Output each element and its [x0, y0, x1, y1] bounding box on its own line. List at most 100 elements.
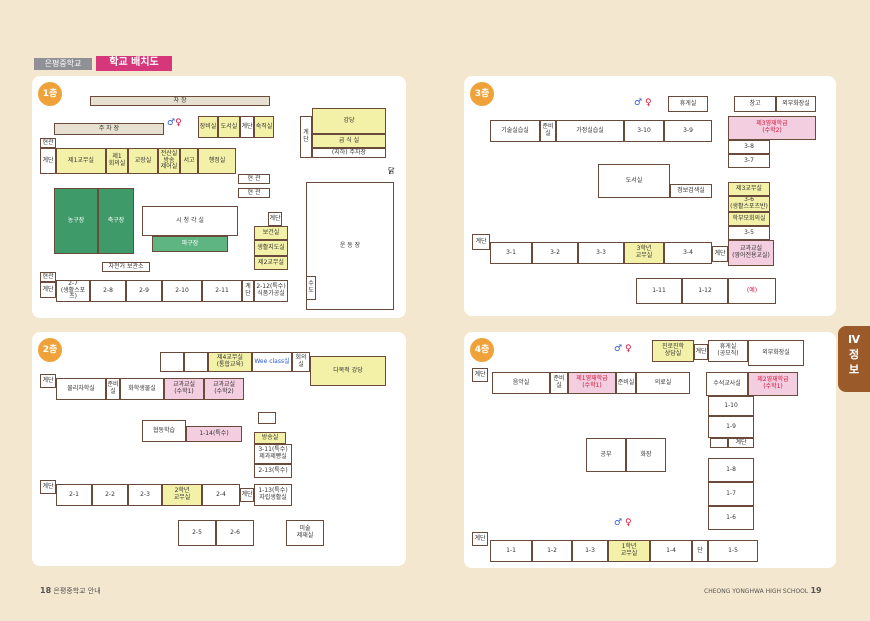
- room-ggs2: 교과교실 (수학2): [204, 378, 244, 400]
- room-3-1: 3-1: [490, 242, 532, 264]
- room-undong: 운 동 장: [306, 182, 394, 310]
- room-2-12: 2-12(특수) 식품가공실: [254, 280, 288, 302]
- room-2-11: 2-11: [202, 280, 242, 302]
- room-ggs1: 교과교실 (수학1): [164, 378, 204, 400]
- room-3-10: 3-10: [624, 120, 664, 142]
- room-2-10: 2-10: [162, 280, 202, 302]
- room-gyojang: 교장실: [128, 148, 158, 174]
- room-gyedan3-4: 계단: [728, 438, 754, 448]
- room-ye: (예): [728, 278, 776, 304]
- room-hyeongwan: 현관: [40, 138, 56, 148]
- room-1-12: 1-12: [682, 278, 728, 304]
- room-3-3: 3-3: [578, 242, 624, 264]
- floor3-badge: 3층: [470, 82, 494, 106]
- room-hwajang: (지하) 주차장: [312, 148, 386, 158]
- room-gangdang: 강당: [312, 108, 386, 134]
- room-saenghwal: 생활지도실: [254, 240, 288, 256]
- room-gy2b: 제2교무실: [254, 256, 288, 270]
- footer-right-text: CHEONG YONGHWA HIGH SCHOOL: [704, 588, 809, 595]
- room-b: [184, 352, 208, 372]
- room-2-8: 2-8: [90, 280, 126, 302]
- room-jeongbo: 정보검색실: [670, 184, 712, 198]
- room-sudo2: 수 도: [306, 276, 316, 300]
- room-2-7: 2-7 (생활스포츠): [56, 280, 90, 302]
- side-l2: 보: [848, 363, 860, 376]
- room-gyedan2-3: 계단: [712, 246, 728, 262]
- room-junbi-3: 준비 실: [540, 120, 556, 142]
- room-junbi2-4: 준비실: [616, 372, 636, 394]
- room-gy4: 제4교무실 (통합교육): [208, 352, 252, 372]
- room-3-9: 3-9: [664, 120, 712, 142]
- room-1-11: 1-11: [636, 278, 682, 304]
- room-gyedan3-2: 계단: [240, 488, 254, 502]
- room-jajeon: 자전거 보관소: [102, 262, 150, 272]
- school-tag: 은평중학교: [34, 58, 92, 70]
- room-1-13: 1-13(특수) 자립생활실: [254, 484, 292, 506]
- room-3-6: 3-6 (생활스포츠반): [728, 196, 770, 212]
- room-gyedan4-4: 계단: [472, 532, 488, 546]
- room-gwagyo: 교과교실 (영어전용교실): [728, 240, 774, 266]
- room-changgo: 창고: [734, 96, 776, 112]
- room-a: [160, 352, 184, 372]
- room-1-9: 1-9: [708, 416, 754, 438]
- room-2-6: 2-6: [216, 520, 254, 546]
- room-gyedan2-4: 계단: [472, 368, 488, 382]
- room-gy-1: 1학년 교무실: [608, 540, 650, 562]
- room-2-4: 2-4: [202, 484, 240, 506]
- room-1-14: 1-14(특수): [186, 426, 242, 442]
- room-gy3: 제3영재학급 (수학2): [728, 116, 816, 140]
- room-hyeongwan3: 현 관: [238, 188, 270, 198]
- room-gyedan4: 계단: [268, 212, 282, 226]
- room-gyedan3: 계 단: [300, 116, 312, 158]
- room-jeonsan: 전산실 방송 제어실: [158, 148, 180, 174]
- room-1-7: 1-7: [708, 482, 754, 506]
- room-pagu: 파구장: [152, 236, 228, 252]
- room-1-3: 1-3: [572, 540, 608, 562]
- side-l1: 정: [848, 348, 860, 361]
- restroom-icons-4b: ♂ ♀: [614, 518, 632, 528]
- restroom-icons: ♂♀: [167, 118, 182, 128]
- room-3-7: 3-7: [728, 154, 770, 168]
- room-2-1: 2-1: [56, 484, 92, 506]
- footer-left-num: 18: [40, 586, 52, 595]
- room-2-2: 2-2: [92, 484, 128, 506]
- room-siheom: 시 청 각 실: [142, 206, 238, 236]
- room-jucha: 주 차 장: [54, 123, 164, 135]
- room-hoeui-2: 회의실: [292, 352, 310, 372]
- room-gyedan-2: 계단: [40, 374, 56, 388]
- room-1-1: 1-1: [490, 540, 532, 562]
- room-1-2: 1-2: [532, 540, 572, 562]
- room-gy-3: 3학년 교무실: [624, 242, 664, 264]
- room-chukgu: 축구장: [98, 188, 134, 254]
- room-mulri: 물리자학실: [56, 378, 106, 400]
- room-dajok: 다목적 강당: [310, 356, 386, 386]
- floor4-panel: 4층 ♂ ♀ 진로진학 상담실 계단 휴게실 (공모직) 외부화장실 계단 음악…: [464, 332, 836, 568]
- floor4-badge: 4층: [470, 338, 494, 362]
- room-3-11: 3-11(특수) 제과제빵실: [254, 444, 292, 464]
- room-2-9: 2-9: [126, 280, 162, 302]
- room-gy-2: 2학년 교무실: [162, 484, 202, 506]
- room-gyedan6: 계단: [242, 280, 254, 302]
- room-misul: 미술 제재실: [286, 520, 324, 546]
- room-gyedan-4: 계단: [694, 344, 708, 360]
- room-hyeongwan2: 현 관: [238, 174, 270, 184]
- footer-right-num: 19: [810, 586, 822, 595]
- room-gy2: 제1 회의실: [106, 148, 128, 174]
- room-hwajang-4: 외부화장실: [748, 340, 804, 366]
- room-suseok: 수석교사실: [706, 372, 748, 396]
- room-gyedan2-2: 계단: [40, 480, 56, 494]
- room-wee: Wee class실: [252, 352, 292, 372]
- room-gyedan5: 계단: [40, 282, 56, 298]
- room-hyeongwan4: 현관: [40, 272, 56, 282]
- floor2-panel: 2층 제4교무실 (통합교육) Wee class실 회의실 다목적 강당 계단…: [32, 332, 406, 566]
- room-1-8: 1-8: [708, 458, 754, 482]
- room-hyeopdong: 협동학습: [142, 420, 186, 442]
- label-dak: 닭: [388, 167, 395, 175]
- room-1-10: 1-10: [708, 396, 754, 416]
- room-jangbi: 장비실: [198, 116, 218, 138]
- x-box-4: [710, 438, 728, 448]
- room-dan: 단: [692, 540, 708, 562]
- room-1-5: 1-5: [708, 540, 758, 562]
- footer-left-text: 은평중학교 안내: [53, 587, 101, 595]
- room-suksil: 숙직실: [254, 116, 274, 138]
